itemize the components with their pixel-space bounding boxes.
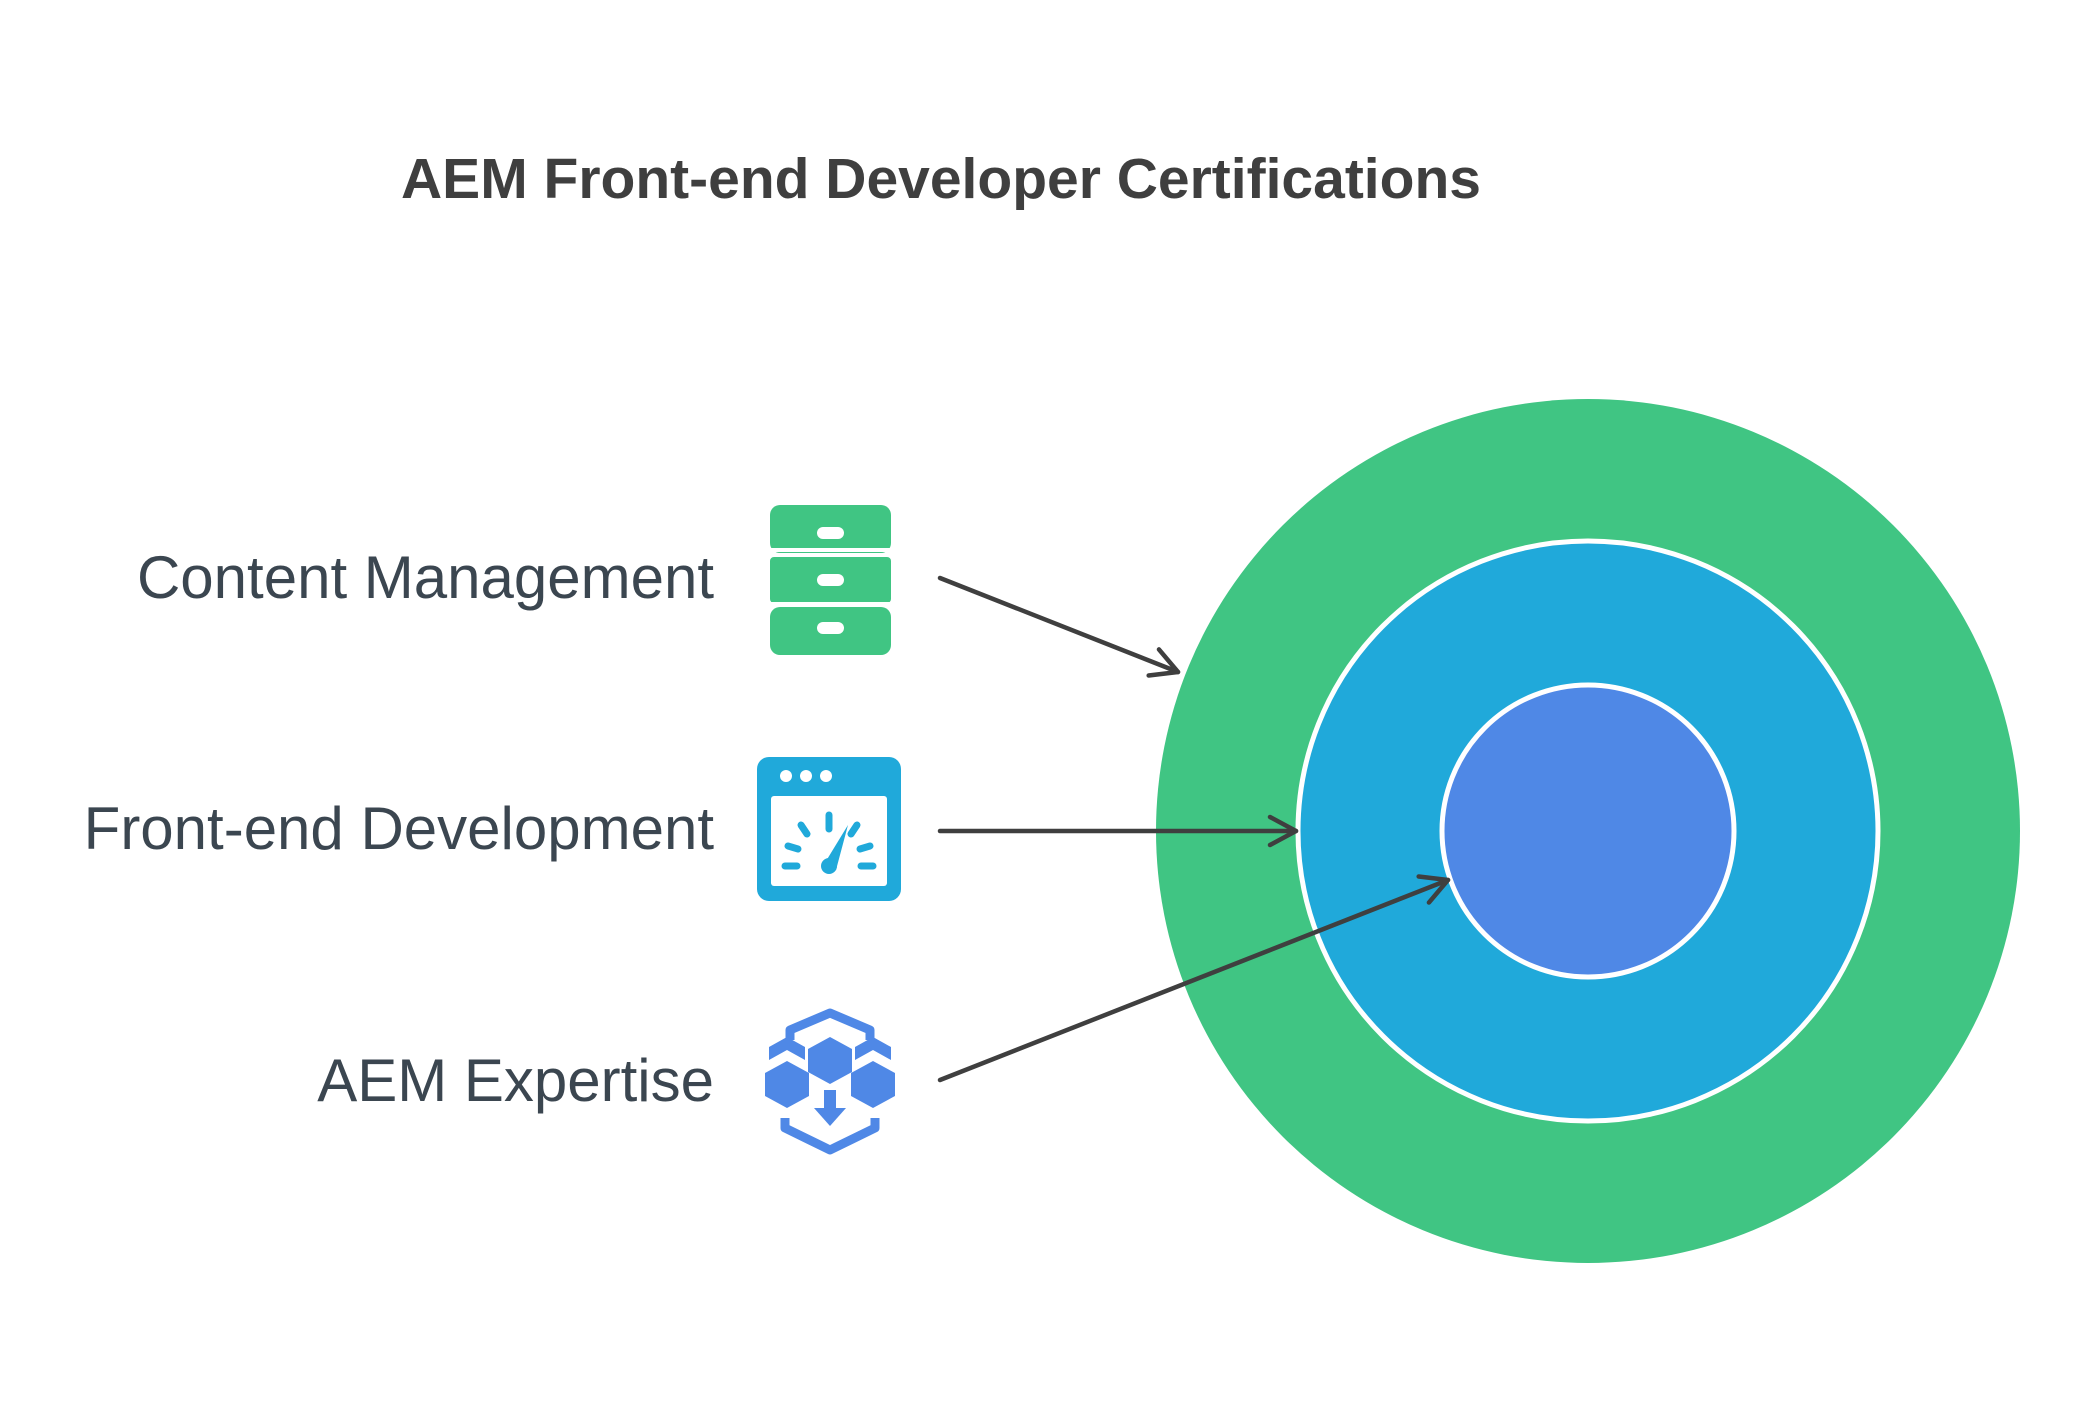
inner-circle-aem-expertise <box>1439 682 1737 980</box>
arrow-aem-expertise <box>937 874 1451 1083</box>
speedometer-window-icon <box>757 757 901 901</box>
arrow-content-management <box>937 575 1181 678</box>
layer-row-content-management: Content Management <box>137 505 1181 678</box>
hexagon-blocks-download-icon <box>765 1008 895 1155</box>
layer-row-front-end-development: Front-end Development <box>84 757 1299 901</box>
filing-cabinet-icon <box>770 505 891 655</box>
layer-label: AEM Expertise <box>317 1047 714 1114</box>
layer-row-aem-expertise: AEM Expertise <box>317 874 1451 1155</box>
diagram-title: AEM Front-end Developer Certifications <box>401 147 1481 211</box>
layer-label: Front-end Development <box>84 795 715 862</box>
layer-label: Content Management <box>137 544 714 611</box>
